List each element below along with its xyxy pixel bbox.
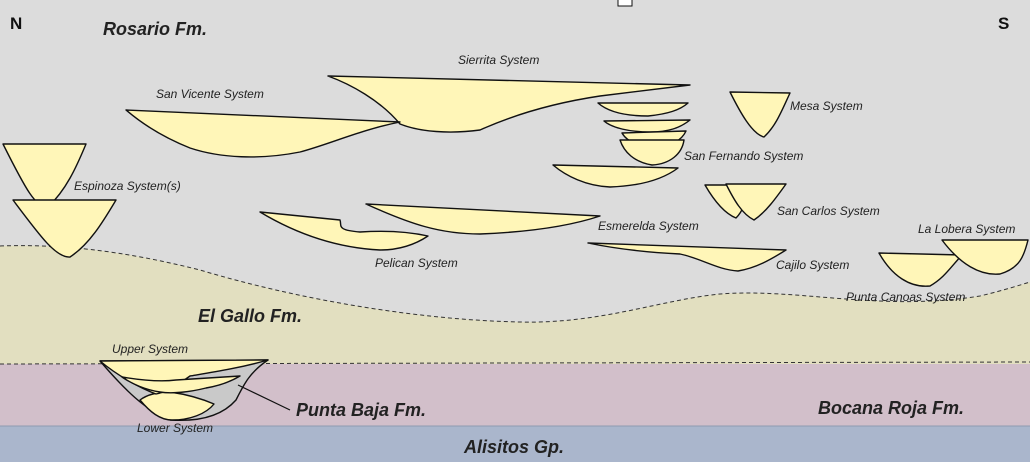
mesa-label: Mesa System <box>790 99 863 113</box>
esmerelda-channel <box>365 203 601 235</box>
san-carlos-channel-2 <box>725 183 787 221</box>
san-vicente-label: San Vicente System <box>156 87 264 101</box>
sierrita-label: Sierrita System <box>458 53 539 67</box>
punta-canoas-label: Punta Canoas System <box>846 290 965 304</box>
alisitos-layer <box>0 426 1030 462</box>
upper-system-label: Upper System <box>112 342 188 356</box>
san-vicente-channel <box>125 109 401 158</box>
alisitos-gp-label: Alisitos Gp. <box>463 437 564 457</box>
san-fernando-channel-4 <box>619 139 685 166</box>
el-gallo-contact <box>0 245 1030 323</box>
upper-system-inner-channel <box>121 375 241 394</box>
la-lobera-channel <box>941 239 1029 275</box>
esmerelda-label: Esmerelda System <box>598 219 699 233</box>
rosario-fm-label: Rosario Fm. <box>103 19 207 39</box>
punta-baja-leader-line <box>237 384 291 411</box>
espinoza-label: Espinoza System(s) <box>74 179 181 193</box>
el-gallo-fm-label: El Gallo Fm. <box>198 306 302 326</box>
cajilo-channel <box>587 242 787 272</box>
la-lobera-label: La Lobera System <box>918 222 1015 236</box>
san-fernando-channel-1 <box>597 102 689 117</box>
el-gallo-layer <box>0 245 1030 364</box>
espinoza-channel-lower <box>12 199 117 258</box>
san-fernando-label: San Fernando System <box>684 149 803 163</box>
cajilo-label: Cajilo System <box>776 258 849 272</box>
pelican-label: Pelican System <box>375 256 458 270</box>
pelican-channel <box>259 211 429 251</box>
bocana-roja-fm-label: Bocana Roja Fm. <box>818 398 964 418</box>
lower-system-label: Lower System <box>137 421 213 435</box>
san-carlos-label: San Carlos System <box>777 204 880 218</box>
mesa-channel <box>729 91 791 138</box>
north-label: N <box>10 14 22 33</box>
top-marker <box>617 0 633 7</box>
south-label: S <box>998 14 1009 33</box>
punta-baja-fm-label: Punta Baja Fm. <box>296 400 426 420</box>
sierrita-channel <box>327 75 691 133</box>
san-fernando-channel-5 <box>552 164 679 188</box>
punta-canoas-channel <box>878 252 963 287</box>
